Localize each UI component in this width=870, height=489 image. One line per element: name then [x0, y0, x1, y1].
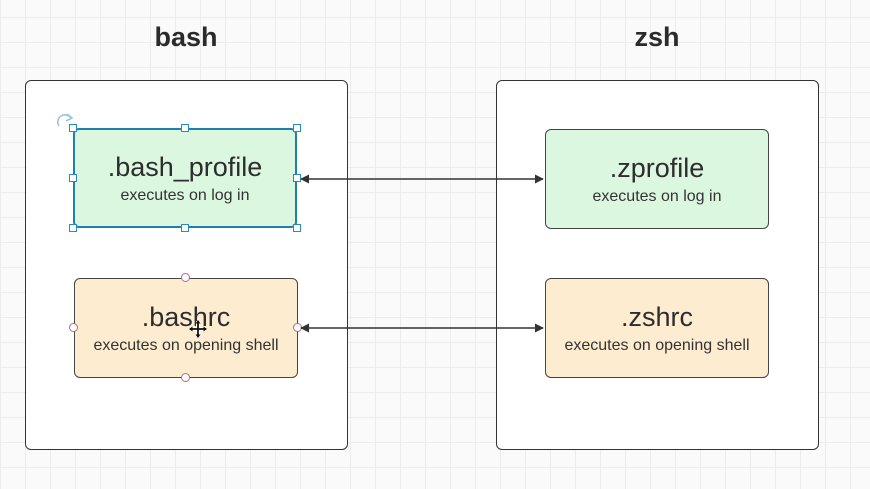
node-description: executes on log in	[120, 187, 250, 204]
zshrc-node[interactable]: .zshrc executes on opening shell	[545, 278, 769, 378]
resize-handle-top-right[interactable]	[293, 124, 301, 132]
resize-handle-top-left[interactable]	[69, 124, 77, 132]
node-description: executes on opening shell	[93, 337, 279, 354]
node-name: .zshrc	[620, 302, 693, 332]
resize-handle-left[interactable]	[69, 174, 77, 182]
node-name: .bash_profile	[107, 152, 263, 182]
connection-point-right[interactable]	[293, 323, 302, 332]
zsh-title: zsh	[634, 22, 680, 52]
bashrc-node[interactable]: .bashrc executes on opening shell	[74, 278, 298, 378]
node-description: executes on opening shell	[564, 337, 750, 354]
node-description: executes on log in	[592, 188, 722, 205]
resize-handle-top[interactable]	[181, 124, 189, 132]
connection-point-top[interactable]	[181, 273, 190, 282]
bash-title: bash	[154, 22, 218, 52]
connection-point-left[interactable]	[69, 323, 78, 332]
resize-handle-bottom-left[interactable]	[69, 224, 77, 232]
zprofile-node[interactable]: .zprofile executes on log in	[545, 129, 769, 229]
connection-point-bottom[interactable]	[181, 373, 190, 382]
node-name: .bashrc	[141, 302, 231, 332]
resize-handle-bottom-right[interactable]	[293, 224, 301, 232]
resize-handle-right[interactable]	[293, 174, 301, 182]
bash-profile-node[interactable]: .bash_profile executes on log in	[73, 128, 297, 228]
node-name: .zprofile	[609, 153, 705, 183]
resize-handle-bottom[interactable]	[181, 224, 189, 232]
